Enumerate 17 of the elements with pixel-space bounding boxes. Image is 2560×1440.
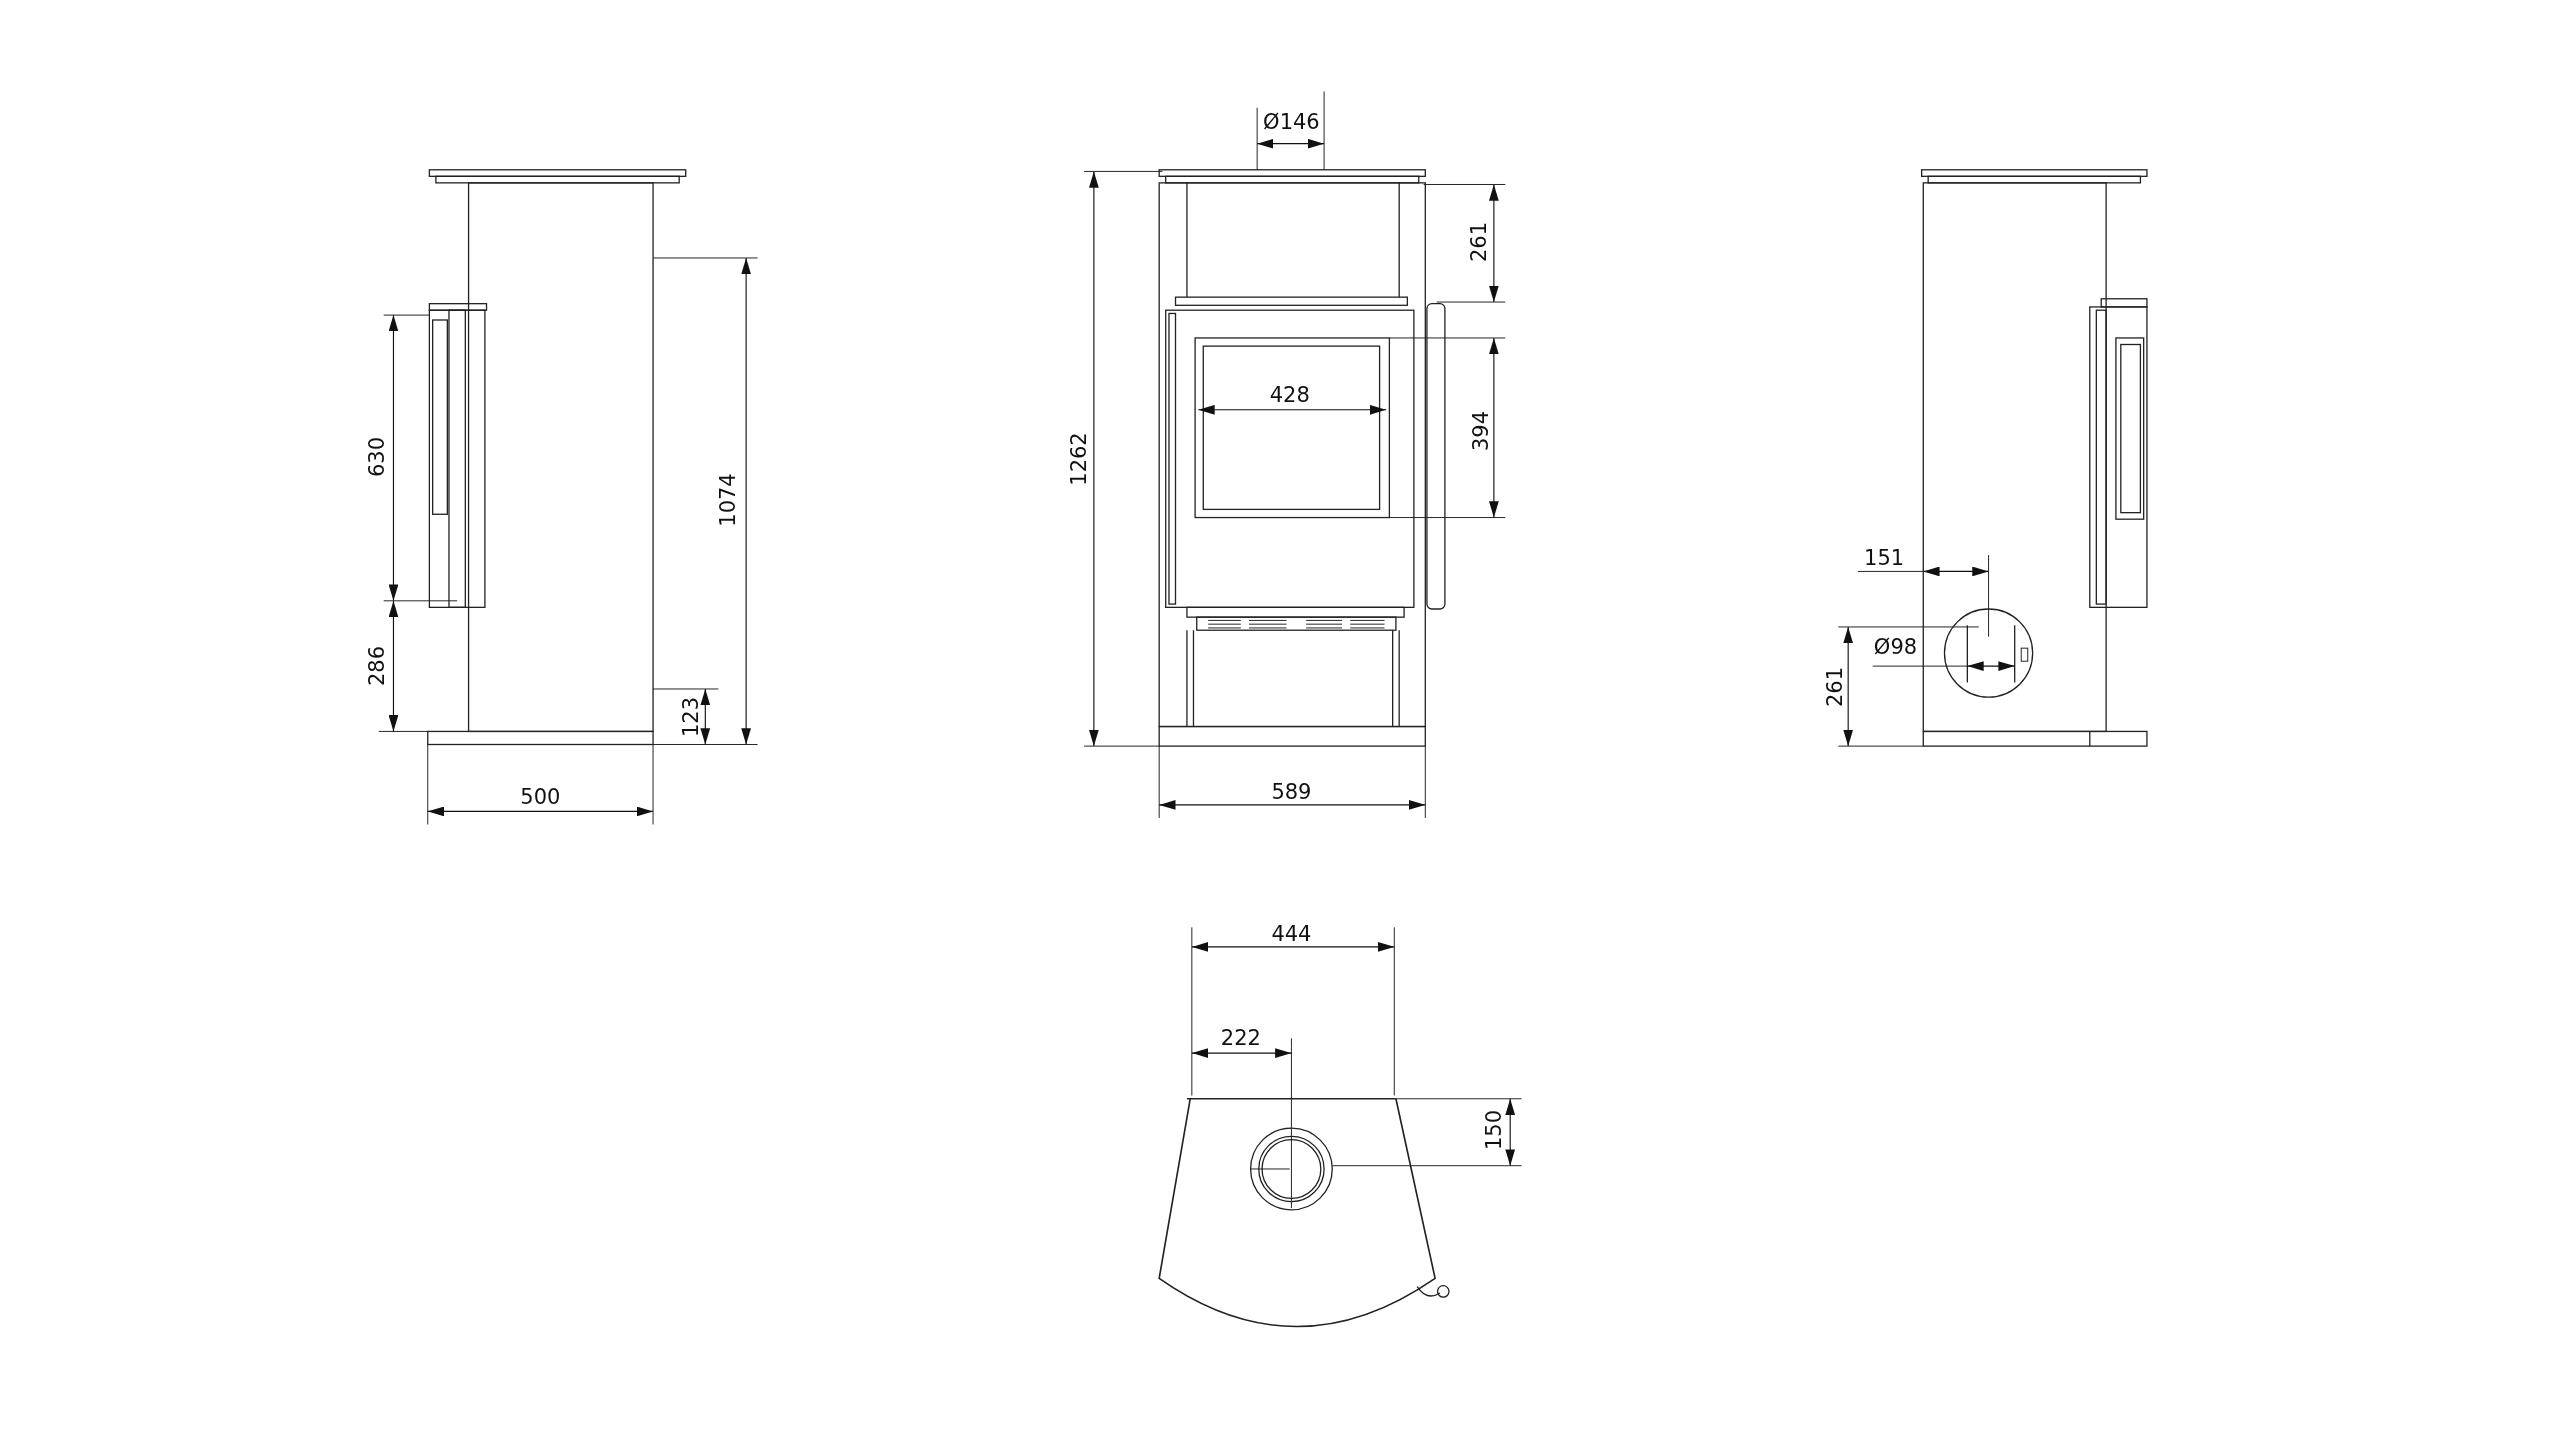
dimension-label: 444 <box>1271 923 1312 945</box>
dimension-label: Ø98 <box>1873 636 1918 657</box>
dimension-label: 261 <box>1824 667 1846 708</box>
dimension-label: 630 <box>366 437 388 478</box>
dimension-label: 589 <box>1271 781 1312 803</box>
dimension-label: 1262 <box>1068 432 1090 486</box>
dimension-label: 123 <box>680 696 702 737</box>
dimension-label: 394 <box>1470 410 1492 452</box>
dimension-label: 151 <box>1864 547 1905 569</box>
dimension-label: Ø146 <box>1263 111 1320 133</box>
dimension-label: 222 <box>1220 1027 1261 1049</box>
dimension-label: 286 <box>366 646 388 687</box>
dimension-label: 500 <box>520 786 561 808</box>
dimension-label: 428 <box>1269 384 1310 406</box>
dimension-label: 261 <box>1468 221 1490 262</box>
dimension-label: 1074 <box>717 472 739 527</box>
dimension-label: 150 <box>1483 1109 1505 1150</box>
